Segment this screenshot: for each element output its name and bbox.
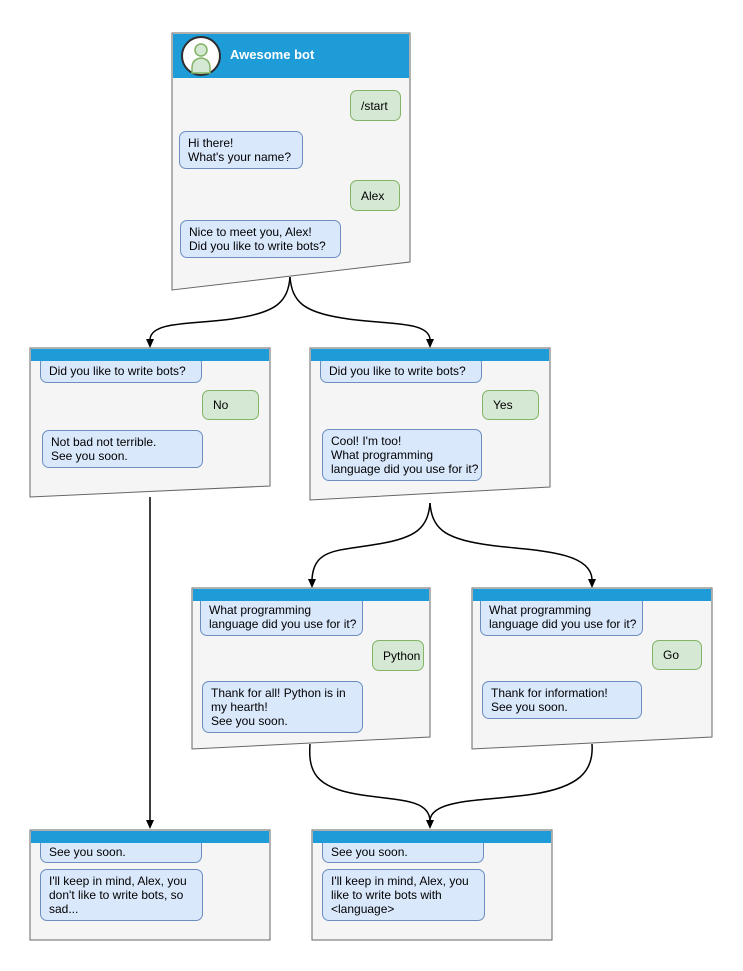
avatar-circle	[181, 36, 221, 76]
bot-message-bubble: What programming language did you use fo…	[480, 595, 643, 636]
arrowhead	[426, 820, 434, 829]
bot-message-bubble: Cool! I'm too! What programming language…	[322, 429, 482, 481]
arrowhead	[426, 339, 434, 348]
person-icon	[191, 57, 211, 74]
bot-message-bubble: Not bad not terrible. See you soon.	[42, 430, 203, 468]
user-message-bubble: Python	[372, 640, 424, 671]
bot-message-bubble: Thank for all! Python is in my hearth! S…	[202, 681, 363, 733]
bot-avatar	[181, 36, 221, 76]
arrowhead	[308, 579, 316, 588]
user-message-bubble: No	[202, 390, 259, 420]
arrow-yes-to-python	[311, 502, 431, 580]
bot-message-bubble: See you soon.	[40, 837, 202, 863]
bot-message-bubble: Hi there! What's your name?	[179, 131, 303, 169]
user-message-bubble: /start	[350, 90, 401, 121]
arrow-go-to-end	[429, 743, 593, 821]
bot-message-bubble: See you soon.	[322, 837, 484, 863]
bot-message-bubble: Nice to meet you, Alex! Did you like to …	[180, 220, 341, 258]
bot-message-bubble: I'll keep in mind, Alex, you like to wri…	[322, 869, 485, 921]
arrowhead	[146, 820, 154, 829]
user-message-bubble: Go	[652, 640, 702, 670]
arrowhead	[588, 579, 596, 588]
arrow-start-to-yes	[289, 276, 431, 340]
user-message-bubble: Yes	[482, 390, 539, 420]
arrow-yes-to-go	[429, 502, 593, 580]
arrowhead	[146, 339, 154, 348]
bot-message-bubble: Did you like to write bots?	[320, 356, 482, 383]
bot-message-bubble: I'll keep in mind, Alex, you don't like …	[40, 869, 203, 921]
bot-message-bubble: Thank for information! See you soon.	[482, 681, 642, 719]
user-message-bubble: Alex	[350, 180, 400, 211]
arrow-start-to-no	[149, 276, 291, 340]
bot-message-bubble: Did you like to write bots?	[40, 356, 202, 383]
bot-message-bubble: What programming language did you use fo…	[200, 595, 363, 636]
window-title: Awesome bot	[230, 47, 315, 62]
arrow-python-to-end	[308, 743, 431, 821]
person-icon	[194, 43, 208, 57]
